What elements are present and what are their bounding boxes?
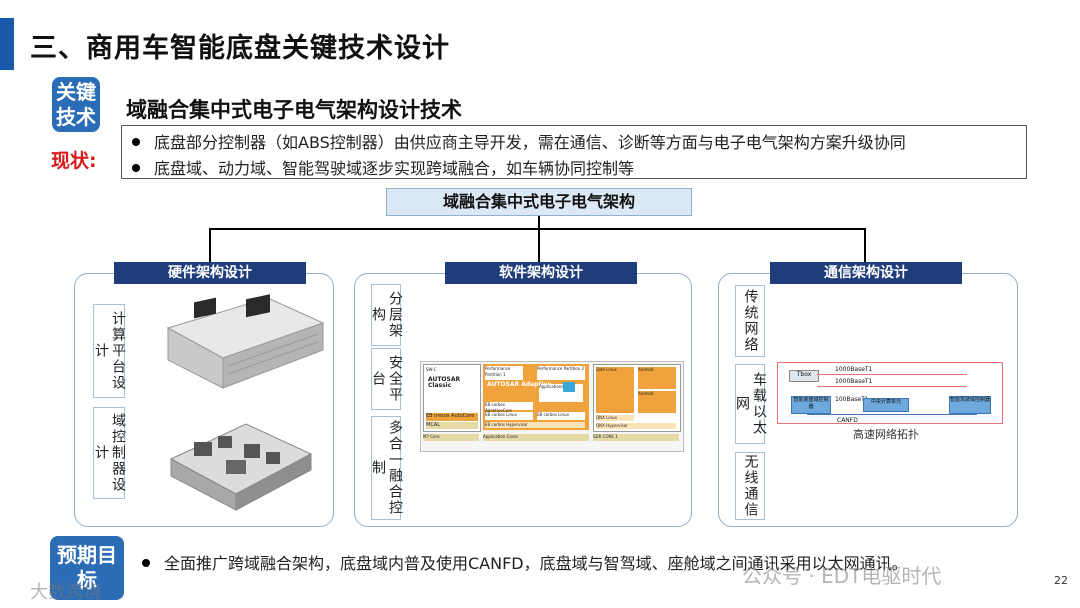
page-title: 三、商用车智能底盘关键技术设计	[30, 33, 450, 64]
communication-panel-title: 通信架构设计	[770, 262, 962, 284]
connector-line	[538, 216, 540, 229]
network-topology-diagram: Tbox 1000BaseT1 1000BaseT1 100BaseT1 智能底…	[777, 362, 1003, 446]
safe-linux-block: Safe Linux	[596, 367, 634, 413]
watermark-left: 大数跨境	[30, 582, 102, 603]
safety-platform-label: 安全平台	[370, 348, 403, 410]
connector-line	[209, 228, 865, 230]
link-label-1: 1000BaseT1	[835, 366, 873, 373]
eb-linux-block-1: EB corbos Linux	[485, 412, 533, 420]
connector-line	[209, 228, 211, 262]
status-box: 底盘部分控制器（如ABS控制器）由供应商主导开发，需在通信、诊断等方面与电子电气…	[121, 125, 1027, 179]
domain-controller-label: 域控制器设计	[93, 407, 126, 499]
hardware-panel-title: 硬件架构设计	[114, 262, 306, 284]
qnx-block: Safe Linux Android Android QNX Linux QNX…	[593, 364, 681, 432]
bullet-dot-icon	[142, 558, 150, 567]
swc-label: SW-C	[426, 367, 437, 372]
central-compute-node: 中央计算单元	[863, 398, 909, 412]
eb-linux-block-2: EB corbos Linux	[537, 412, 585, 420]
autosar-adaptive-label: AUTOSAR Adaptive	[487, 381, 552, 388]
perf-partition-1: Performance Partition 1	[485, 366, 523, 380]
topology-caption: 高速网络拓扑	[853, 428, 919, 441]
android-block-1: Android	[638, 367, 676, 389]
key-tech-tag: 关键技术	[52, 77, 100, 132]
link-label-3: 100BaseT1	[835, 396, 869, 403]
goal-bullet-text: 全面推广跨域融合架构，底盘域内普及使用CANFD，底盘域与智驾域、座舱域之间通讯…	[164, 554, 908, 573]
compute-platform-label: 计算平台设计	[93, 304, 126, 398]
qnx-linux-block: QNX Linux	[596, 415, 634, 421]
traditional-network-label: 传统网络	[735, 285, 765, 357]
autosar-classic-label: AUTOSAR Classic	[428, 376, 461, 389]
applications-block: Applications	[539, 384, 583, 402]
tbox-node: Tbox	[789, 370, 819, 382]
domain-controller-image	[169, 423, 313, 511]
goal-tag: 预期目标	[50, 536, 124, 600]
bullet-dot-icon	[132, 137, 140, 146]
autosar-adaptive-block: Performance Partition 1 Performance Part…	[483, 364, 589, 430]
qnx-hypervisor-block: QNX Hypervisor	[596, 423, 676, 429]
bullet-dot-icon	[132, 163, 140, 172]
adas-domain-node: 智能驾驶域控制器	[949, 396, 991, 414]
perf-partition-2: Performance Partition 2	[537, 366, 585, 380]
section-title: 域融合集中式电子电气架构设计技术	[126, 98, 462, 122]
soc-block: SDR CORE 1	[593, 434, 679, 441]
ethernet-label: 车载以太网	[734, 364, 767, 444]
connector-line	[538, 228, 540, 262]
fusion-control-label: 多合一融合控制	[370, 416, 403, 520]
status-label: 现状:	[51, 150, 97, 172]
status-bullet-text: 底盘部分控制器（如ABS控制器）由供应商主导开发，需在通信、诊断等方面与电子电气…	[154, 133, 906, 152]
link-label-2: 1000BaseT1	[835, 378, 873, 385]
status-bullet-text: 底盘域、动力域、智能驾驶域逐步实现跨域融合，如车辆协同控制等	[154, 159, 635, 178]
eb-autocore-block: EB tresos AutoCore	[426, 413, 478, 421]
goal-bullet: 全面推广跨域融合架构，底盘域内普及使用CANFD，底盘域与智驾域、座舱域之间通讯…	[142, 550, 908, 574]
app-cores-block: Application Cores	[483, 434, 589, 441]
canfd-label: CANFD	[837, 417, 858, 424]
software-panel-title: 软件架构设计	[445, 262, 637, 284]
architecture-title: 域融合集中式电子电气架构	[386, 188, 692, 216]
compute-platform-image	[166, 294, 325, 389]
android-block-2: Android	[638, 391, 676, 413]
status-bullet-2: 底盘域、动力域、智能驾驶域逐步实现跨域融合，如车辆协同控制等	[132, 155, 634, 179]
title-accent-bar	[0, 18, 14, 70]
autosar-classic-block: SW-C AUTOSAR Classic EB tresos AutoCore …	[423, 364, 481, 432]
layered-arch-label: 分层架构	[370, 284, 403, 346]
app-highlight	[563, 382, 575, 392]
eb-adaptivecore-block: EB corbos AdaptiveCore	[485, 402, 533, 413]
page-number: 22	[1054, 574, 1068, 587]
watermark-right: 公众号 · EDT电驱时代	[742, 564, 942, 588]
mcal-block: MCAL	[426, 422, 478, 429]
wireless-label: 无线通信	[735, 452, 765, 520]
link-line	[817, 386, 967, 387]
mcore-block: M7 Core	[423, 434, 479, 441]
software-architecture-diagram: SW-C AUTOSAR Classic EB tresos AutoCore …	[420, 361, 684, 452]
topology-frame	[777, 362, 1003, 424]
status-bullet-1: 底盘部分控制器（如ABS控制器）由供应商主导开发，需在通信、诊断等方面与电子电气…	[132, 129, 906, 153]
chassis-domain-node: 智能底盘域控制器	[791, 396, 831, 414]
link-line	[817, 374, 967, 375]
connector-line	[864, 228, 866, 262]
eb-hypervisor-block: EB corbos Hypervisor	[485, 422, 585, 428]
canfd-line	[807, 414, 977, 415]
